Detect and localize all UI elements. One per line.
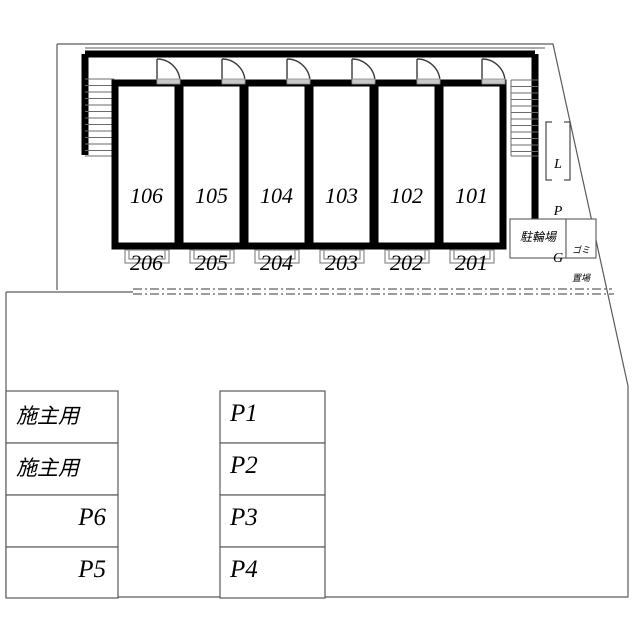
garbage-area-box (565, 218, 597, 259)
balcony-104-inner (258, 249, 296, 260)
stall-owner-2-box (5, 442, 119, 496)
stall-p5-box (5, 546, 119, 599)
balcony-102-inner (388, 249, 426, 260)
unit-box-102-202 (371, 79, 442, 250)
stall-p6-box (5, 494, 119, 548)
stall-p4-box (219, 546, 326, 599)
entrance-doors (156, 58, 506, 85)
balcony-106-inner (128, 249, 166, 260)
facility-boxes (509, 218, 597, 259)
stall-p1-box (219, 390, 326, 444)
stair-left (85, 78, 115, 157)
stall-p3-box (219, 494, 326, 548)
unit-box-105-205 (176, 79, 247, 250)
lpg-bracket (545, 121, 571, 181)
unit-box-103-203 (306, 79, 377, 250)
balcony-105-inner (193, 249, 231, 260)
unit-box-106-206 (111, 79, 182, 250)
stall-p2-box (219, 442, 326, 496)
parking-right-column (219, 390, 326, 599)
stair-right (510, 79, 538, 157)
unit-balconies (124, 249, 495, 264)
bicycle-parking-box (509, 218, 567, 259)
unit-boxes (111, 79, 507, 250)
parking-left-column (5, 390, 119, 599)
unit-box-104-204 (241, 79, 312, 250)
boundary-dash-dot-line (133, 288, 614, 295)
stall-owner-1-box (5, 390, 119, 444)
unit-box-101-201 (436, 79, 507, 250)
balcony-103-inner (323, 249, 361, 260)
balcony-101-inner (453, 249, 491, 260)
